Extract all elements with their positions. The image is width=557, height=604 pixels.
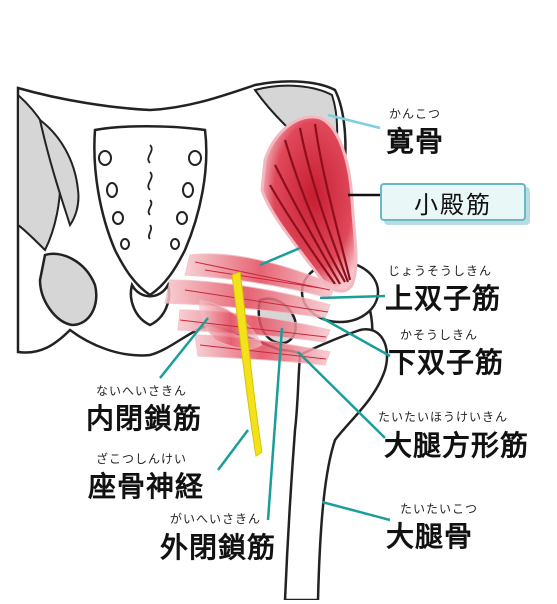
label-shoudenkin: 小殿筋 — [414, 190, 492, 219]
label-taitaihoukeikin-ruby: たいたいほうけいきん — [378, 410, 509, 424]
label-kankotsu: 寛骨 — [386, 125, 445, 158]
sacral-foramen — [120, 238, 130, 250]
leader-jousoushikin — [319, 294, 386, 300]
label-zakotsushinkei-ruby: ざこつしんけい — [96, 452, 188, 466]
sacral-foramen — [98, 150, 112, 166]
leader-zakotsushinkei — [217, 429, 249, 471]
gluteus-minimus-muscle — [260, 115, 358, 293]
left-iliac-inner — [38, 117, 80, 228]
left-obturator-foramen — [38, 252, 98, 327]
sacral-foramen — [188, 150, 202, 166]
sacrum — [93, 125, 208, 327]
label-taitaikotsu-ruby: たいたいこつ — [400, 502, 479, 516]
muscle-fibers — [179, 261, 331, 360]
label-kasoushikin-ruby: かそうしきん — [400, 328, 479, 342]
leader-naiheisakin — [159, 317, 209, 379]
sacral-foramen — [112, 211, 124, 225]
sacral-foramen — [106, 182, 118, 198]
gluteus-minimus-shape — [260, 115, 358, 293]
gluteus-minimus-fibers — [269, 123, 352, 285]
sacral-crest — [147, 144, 153, 240]
label-shoudenkin-box: 小殿筋 — [380, 183, 526, 221]
leader-taitaikotsu — [321, 500, 391, 522]
label-naiheisakin: 内閉鎖筋 — [86, 402, 203, 435]
deep-rotator-muscles — [164, 253, 336, 366]
label-taitaikotsu: 大腿骨 — [386, 520, 474, 553]
label-gaiheisakin-ruby: がいへいさきん — [170, 512, 262, 526]
leader-lines — [159, 113, 391, 522]
label-zakotsushinkei: 座骨神経 — [88, 470, 205, 503]
label-gaiheisakin: 外閉鎖筋 — [160, 531, 277, 564]
leader-kasoushikin — [321, 316, 391, 358]
label-taitaihoukeikin: 大腿方形筋 — [384, 429, 530, 462]
label-jousoushikin-ruby: じょうそうしきん — [388, 264, 493, 278]
sacral-foramen — [170, 238, 180, 250]
leader-kankotsu — [327, 113, 381, 130]
coccyx — [129, 281, 171, 327]
label-kasoushikin: 下双子筋 — [388, 346, 505, 379]
leader-upper-muscle — [259, 246, 301, 267]
sacral-foramen — [182, 182, 194, 198]
sacral-foramen — [176, 211, 188, 225]
femur-outline — [283, 327, 389, 602]
leader-gaiheisakin — [266, 327, 284, 521]
label-naiheisakin-ruby: ないへいさきん — [96, 384, 188, 398]
sciatic-nerve — [231, 271, 263, 457]
label-jousoushikin: 上双子筋 — [385, 282, 502, 315]
leader-taitaihoukeikin — [297, 351, 386, 439]
label-kankotsu-ruby: かんこつ — [389, 107, 442, 121]
sacrum-outline — [93, 125, 208, 297]
